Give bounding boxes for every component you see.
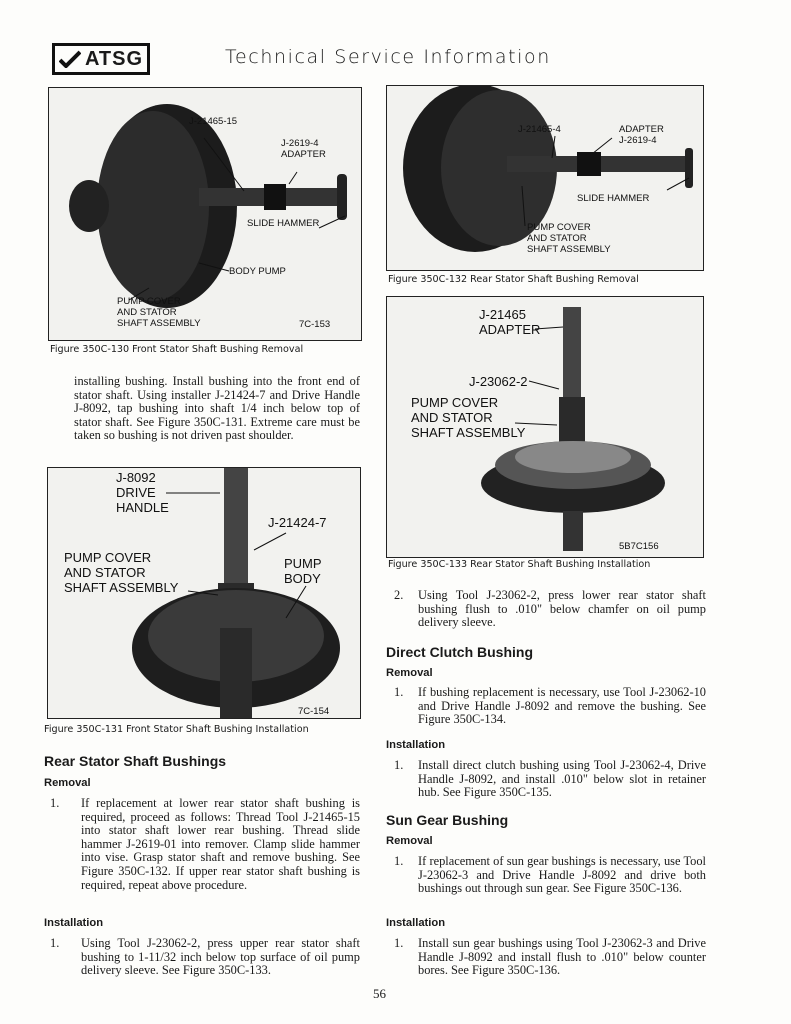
fig133-label-pump-cover: PUMP COVER AND STATOR SHAFT ASSEMBLY: [411, 395, 526, 440]
figure-350c-131-illustration: [132, 468, 340, 718]
figure-350c-132: J-21465-4 ADAPTER J-2619-4 SLIDE HAMMER …: [386, 85, 704, 271]
section-title-direct-clutch: Direct Clutch Bushing: [386, 644, 534, 660]
list-number: 2.: [394, 588, 404, 602]
figure-350c-133-caption: Figure 350C-133 Rear Stator Shaft Bushin…: [388, 559, 651, 570]
atsg-logo: ATSG: [52, 43, 150, 75]
section-title-rear-stator: Rear Stator Shaft Bushings: [44, 753, 227, 769]
figure-350c-133: J-21465 ADAPTER J-23062-2 PUMP COVER AND…: [386, 296, 704, 558]
fig130-label-adapter: J-2619-4 ADAPTER: [281, 138, 326, 160]
rear-stator-installation-heading: Installation: [44, 917, 104, 929]
list-text: If replacement of sun gear bushings is n…: [418, 854, 706, 896]
figure-350c-132-caption: Figure 350C-132 Rear Stator Shaft Bushin…: [388, 274, 639, 285]
list-number: 1.: [394, 936, 404, 950]
page-number: 56: [373, 986, 386, 1001]
fig133-label-code: 5B7C156: [619, 541, 659, 552]
sun-gear-removal-heading: Removal: [386, 835, 433, 847]
list-number: 1.: [50, 796, 60, 810]
logo-text: ATSG: [84, 47, 144, 70]
fig131-label-drive-handle: J-8092 DRIVE HANDLE: [116, 470, 169, 515]
fig131-label-pump-cover: PUMP COVER AND STATOR SHAFT ASSEMBLY: [64, 550, 179, 595]
fig132-label-adapter: ADAPTER J-2619-4: [619, 124, 664, 146]
fig131-label-pump-body: PUMP BODY: [284, 556, 322, 586]
fig132-label-pump-cover: PUMP COVER AND STATOR SHAFT ASSEMBLY: [527, 222, 611, 255]
list-text: If replacement at lower rear stator shaf…: [81, 796, 360, 892]
fig132-label-slide-hammer: SLIDE HAMMER: [577, 193, 650, 204]
list-number: 1.: [50, 936, 60, 950]
fig133-label-adapter: J-21465 ADAPTER: [479, 307, 541, 337]
figure-350c-131-caption: Figure 350C-131 Front Stator Shaft Bushi…: [44, 724, 309, 735]
figure-350c-130: J-21465-15 J-2619-4 ADAPTER SLIDE HAMMER…: [48, 87, 362, 341]
list-text: Install sun gear bushings using Tool J-2…: [418, 936, 706, 978]
list-text: Using Tool J-23062-2, press upper rear s…: [81, 936, 360, 978]
fig130-label-code: 7C-153: [299, 319, 331, 330]
fig131-label-installer: J-21424-7: [268, 515, 327, 530]
figure-350c-132-illustration: [403, 86, 693, 252]
intro-paragraph: installing bushing. Install bushing into…: [74, 374, 360, 443]
direct-clutch-installation-heading: Installation: [386, 739, 446, 751]
fig130-label-pump-cover: PUMP COVER AND STATOR SHAFT ASSEMBLY: [117, 296, 201, 329]
section-title-sun-gear: Sun Gear Bushing: [386, 812, 509, 828]
checkmark-icon: [58, 50, 81, 68]
fig130-label-slide-hammer: SLIDE HAMMER: [247, 218, 320, 229]
list-number: 1.: [394, 758, 404, 772]
figure-350c-130-illustration: [69, 104, 347, 308]
list-text: Using Tool J-23062-2, press lower rear s…: [418, 588, 706, 630]
list-text: If bushing replacement is necessary, use…: [418, 685, 706, 727]
figure-350c-133-illustration: [481, 307, 665, 551]
figure-350c-130-caption: Figure 350C-130 Front Stator Shaft Bushi…: [50, 344, 304, 355]
fig131-label-code: 7C-154: [298, 706, 330, 717]
page-header-title: Technical Service Information: [225, 46, 551, 68]
list-text: Install direct clutch bushing using Tool…: [418, 758, 706, 800]
fig130-label-tool: J-21465-15: [189, 116, 238, 127]
figure-350c-131: J-8092 DRIVE HANDLE J-21424-7 PUMP COVER…: [47, 467, 361, 719]
list-number: 1.: [394, 854, 404, 868]
fig132-label-tool: J-21465-4: [518, 124, 561, 135]
sun-gear-installation-heading: Installation: [386, 917, 446, 929]
fig133-label-tool: J-23062-2: [469, 374, 528, 389]
rear-stator-removal-heading: Removal: [44, 777, 91, 789]
list-number: 1.: [394, 685, 404, 699]
direct-clutch-removal-heading: Removal: [386, 667, 433, 679]
fig130-label-body-pump: BODY PUMP: [229, 266, 286, 277]
